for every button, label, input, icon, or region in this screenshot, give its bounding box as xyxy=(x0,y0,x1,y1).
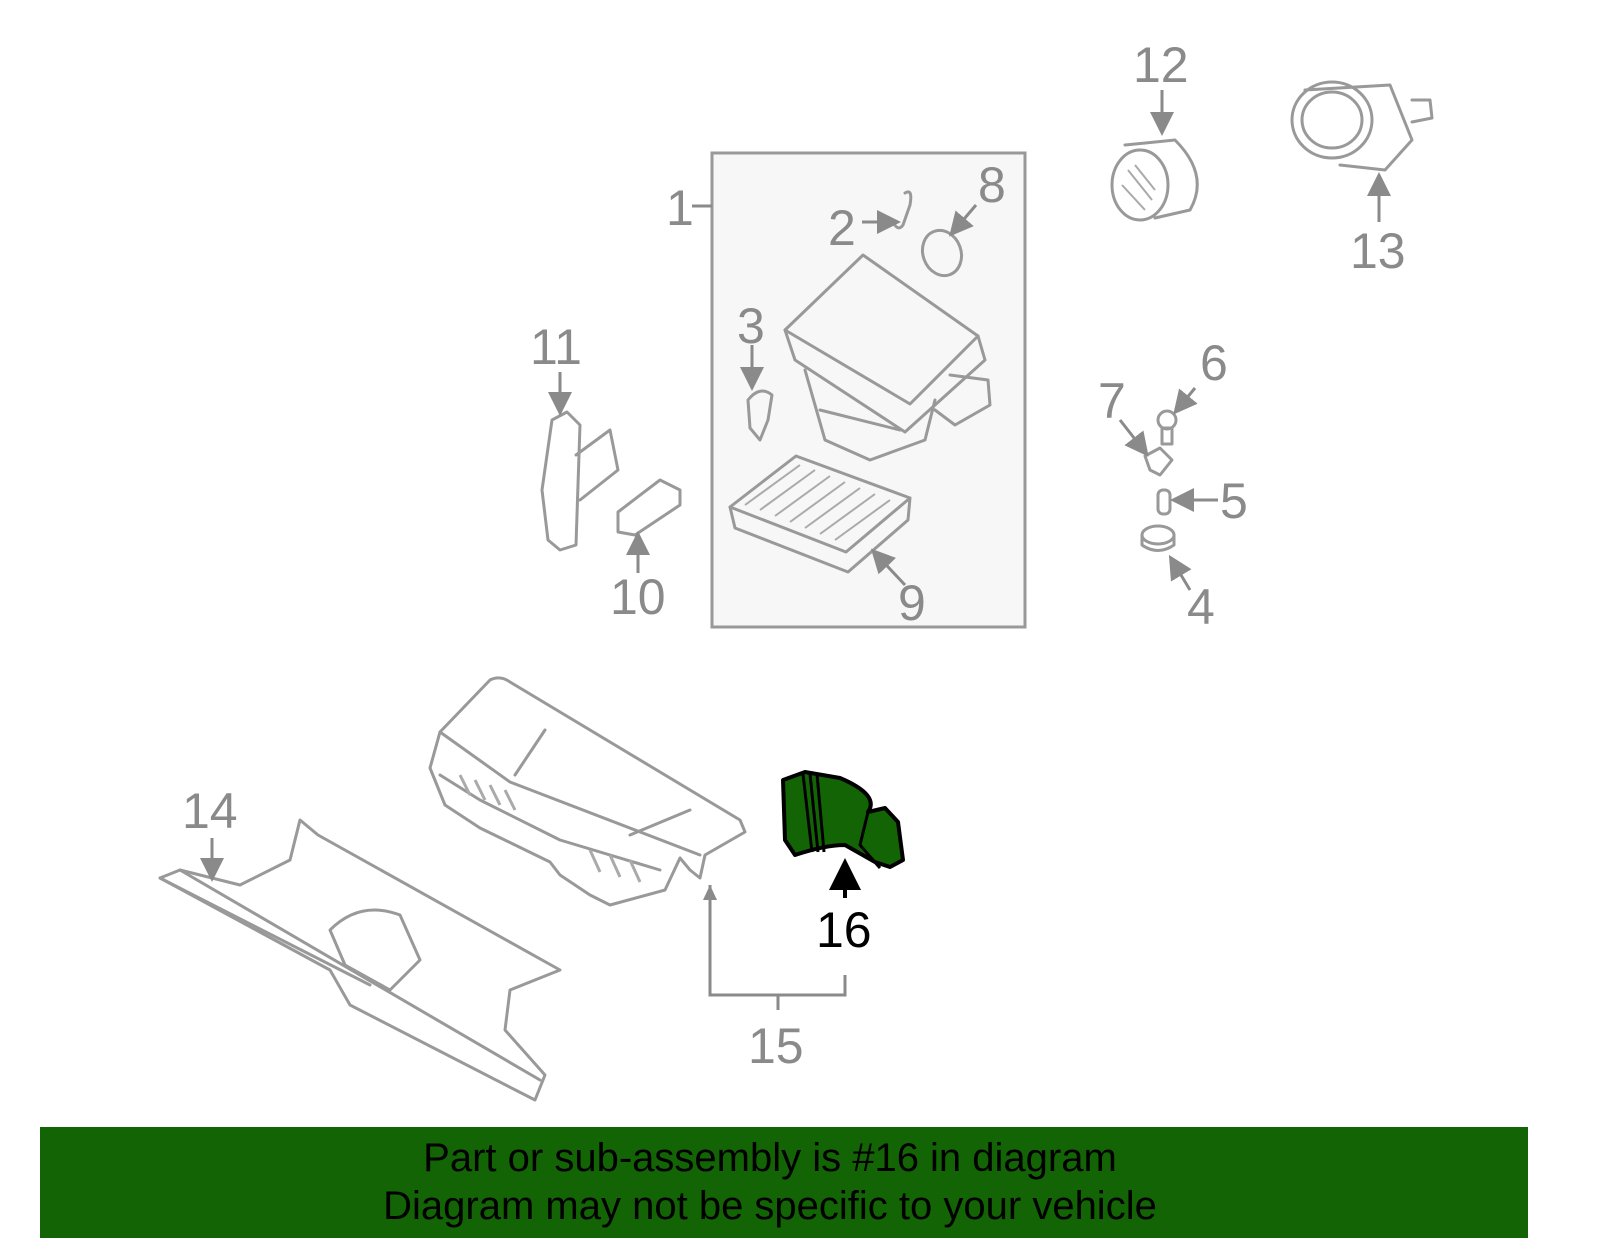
part-2-clip xyxy=(862,190,913,234)
callout-9: 9 xyxy=(898,575,926,631)
callout-1: 1 xyxy=(666,180,694,236)
part-14-cowl-panel xyxy=(158,818,562,1102)
part-3-clip xyxy=(740,345,774,442)
callout-14: 14 xyxy=(182,783,238,839)
part-air-cleaner-housing xyxy=(783,253,992,462)
part-13-duct xyxy=(1290,80,1434,222)
info-banner: Part or sub-assembly is #16 in diagram D… xyxy=(40,1127,1528,1238)
part-16-intake-boot xyxy=(781,770,905,898)
banner-line-2: Diagram may not be specific to your vehi… xyxy=(383,1184,1157,1228)
part-15-intake-cover xyxy=(428,676,847,1010)
callout-6: 6 xyxy=(1200,335,1228,391)
callout-15: 15 xyxy=(748,1018,804,1074)
callout-10: 10 xyxy=(610,569,666,625)
callout-2: 2 xyxy=(828,200,856,256)
part-12-maf-sensor xyxy=(1110,90,1199,222)
callout-11: 11 xyxy=(530,319,582,375)
banner-line-1: Part or sub-assembly is #16 in diagram xyxy=(423,1136,1117,1180)
callout-7: 7 xyxy=(1098,373,1126,429)
callout-5: 5 xyxy=(1220,473,1248,529)
part-9-filter xyxy=(728,454,912,587)
part-10-bracket xyxy=(616,478,682,573)
part-8-seal xyxy=(920,204,978,278)
callout-13: 13 xyxy=(1350,223,1406,279)
callout-16: 16 xyxy=(816,902,872,958)
callout-12: 12 xyxy=(1133,37,1189,93)
callout-4: 4 xyxy=(1187,579,1215,635)
callout-3: 3 xyxy=(737,298,765,354)
parts-4-7-fasteners xyxy=(1118,387,1218,591)
callout-8: 8 xyxy=(978,157,1006,213)
part-11-bracket xyxy=(540,372,620,552)
